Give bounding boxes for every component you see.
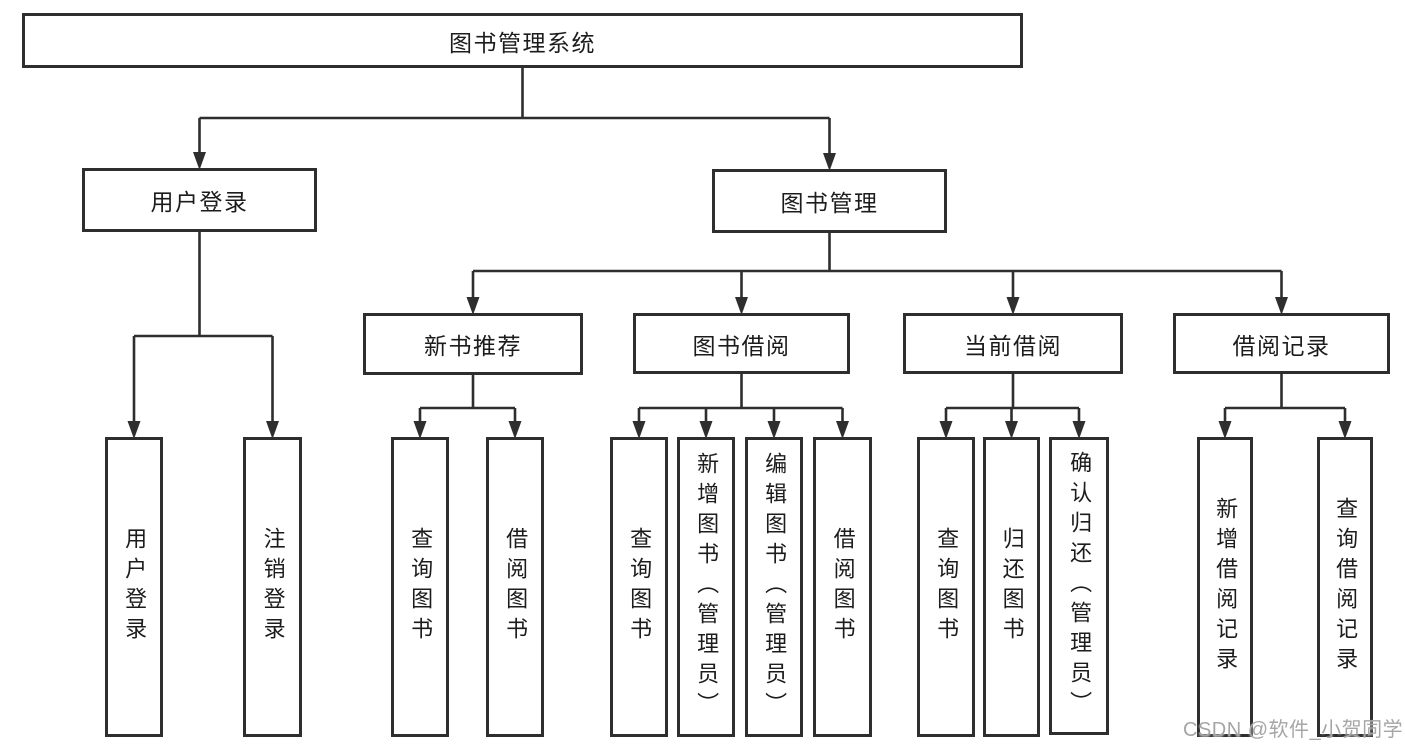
node-leaf-user-login: 用户登录 [105,437,163,737]
node-leaf-logout: 注销登录 [243,437,302,737]
arrowhead-icon [699,421,713,439]
arrowhead-icon [767,421,781,439]
node-leaf-cb-query-books: 查询图书 [917,437,975,737]
arrowhead-icon [508,421,522,439]
arrowhead-icon [413,421,427,439]
node-leaf-cb-return-books: 归还图书 [983,437,1040,737]
node-leaf-bb-edit-books: 编辑图书（管理员） [745,437,803,737]
arrowhead-icon [823,153,836,171]
arrowhead-icon [1338,421,1352,439]
node-leaf-bb-query-books: 查询图书 [610,437,668,737]
node-user-login-group: 用户登录 [82,168,317,232]
arrowhead-icon [939,421,953,439]
arrowhead-icon [1005,421,1018,439]
csdn-watermark: CSDN @软件_小贺同学 [1183,719,1404,741]
node-leaf-rec-query-books: 查询图书 [391,437,449,737]
node-book-management: 图书管理 [712,169,947,233]
node-book-borrowing: 图书借阅 [633,313,850,374]
arrowhead-icon [1218,421,1232,439]
node-leaf-rec-borrow-books: 借阅图书 [486,437,544,737]
node-current-borrowing: 当前借阅 [903,313,1123,374]
node-leaf-br-query-record: 查询借阅记录 [1317,437,1373,737]
arrowhead-icon [632,421,646,439]
arrowhead-icon [266,421,279,439]
node-leaf-cb-confirm-return: 确认归还（管理员） [1049,437,1109,735]
arrowhead-icon [127,421,141,439]
node-leaf-br-add-record: 新增借阅记录 [1197,437,1253,737]
arrowhead-icon [735,297,748,315]
node-new-book-recommend: 新书推荐 [363,313,583,375]
arrowhead-icon [193,152,206,170]
arrowhead-icon [1006,297,1020,315]
arrowhead-icon [466,297,480,315]
node-leaf-bb-add-books: 新增图书（管理员） [677,437,735,737]
node-leaf-bb-borrow-books: 借阅图书 [813,437,872,737]
arrowhead-icon [1275,297,1288,315]
arrowhead-icon [836,421,849,439]
node-root: 图书管理系统 [22,13,1023,68]
arrowhead-icon [1072,421,1086,439]
node-borrowing-records: 借阅记录 [1173,313,1390,374]
